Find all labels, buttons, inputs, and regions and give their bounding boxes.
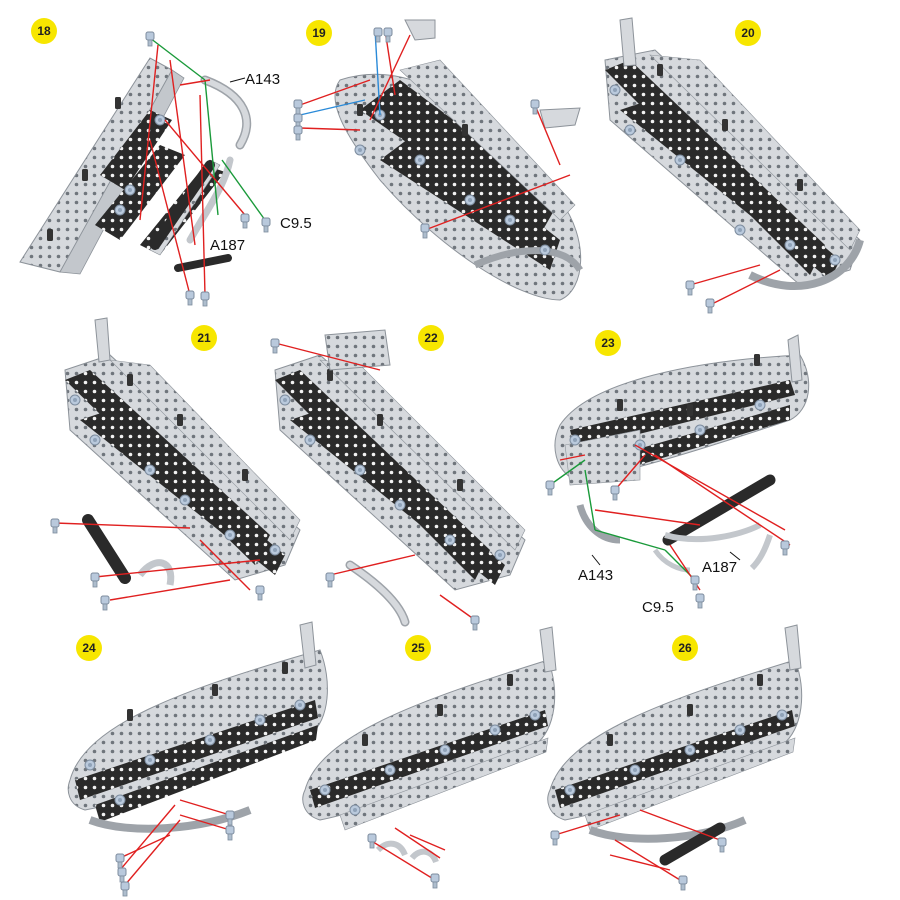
step-25: 25: [302, 626, 557, 889]
step-badge-20: [735, 20, 761, 46]
part-label-c95-step23: C9.5: [642, 599, 674, 616]
step-26-black-strip: [659, 822, 726, 866]
step-number-25: 25: [411, 641, 425, 655]
step-20: 20: [604, 17, 864, 314]
step-26-assembly: [547, 624, 803, 843]
leader-a187-step23: [729, 551, 741, 561]
step-number-22: 22: [424, 331, 438, 345]
part-a143-arc: [200, 75, 252, 150]
part-label-a143-step23: A143: [578, 567, 613, 584]
step-18-guide-lines: [139, 37, 266, 296]
part-label-a187-step23: A187: [702, 559, 737, 576]
step-badge-18: [31, 18, 57, 44]
step-24-guide-lines: [119, 799, 231, 886]
step-19-guide-lines: [299, 29, 571, 231]
step-20-assembly: [604, 17, 864, 291]
step-22-guide-lines: [274, 342, 476, 621]
step-19-bracket: [404, 19, 581, 129]
step-23-assembly: [554, 334, 810, 486]
part-label-c95: C9.5: [280, 215, 312, 232]
step-number-19: 19: [312, 26, 326, 40]
step-21: 21: [50, 317, 301, 611]
step-21-strips: [82, 514, 175, 586]
step-25-guide-lines: [369, 827, 446, 881]
step-number-26: 26: [678, 641, 692, 655]
step-21-assembly: [64, 317, 301, 581]
step-badge-22: [418, 325, 444, 351]
step-number-21: 21: [197, 331, 211, 345]
step-25-assembly: [302, 626, 557, 831]
step-24: 24: [67, 621, 328, 897]
step-23: A143 A187 C9.5 23: [545, 330, 810, 616]
step-20-screws: [685, 280, 715, 314]
step-26-guide-lines: [554, 809, 721, 881]
part-label-a143: A143: [245, 71, 280, 88]
step-number-20: 20: [741, 26, 755, 40]
step-badge-19: [306, 20, 332, 46]
step-26: 26: [547, 624, 803, 891]
step-24-assembly: [67, 621, 328, 833]
leader-a143-step23: [591, 554, 601, 566]
step-22-curved-strip: [345, 560, 410, 627]
step-22: 22: [270, 325, 526, 631]
step-number-24: 24: [82, 641, 96, 655]
step-number-23: 23: [601, 336, 615, 350]
step-number-18: 18: [37, 24, 51, 38]
step-badge-23: [595, 330, 621, 356]
step-19: 19: [293, 19, 583, 301]
step-25-parts: [375, 840, 439, 864]
step-badge-25: [405, 635, 431, 661]
step-badge-26: [672, 635, 698, 661]
part-label-a187: A187: [210, 237, 245, 254]
step-23-parts: [576, 474, 776, 573]
step-20-guide-lines: [689, 264, 781, 306]
step-22-assembly: [274, 354, 526, 591]
step-23-guide-lines: [549, 444, 791, 591]
step-19-assembly: [334, 59, 583, 301]
step-18: A143 C9.5 A187 18: [19, 18, 312, 307]
step-badge-24: [76, 635, 102, 661]
leader-a143: [229, 77, 246, 83]
step-badge-21: [191, 325, 217, 351]
step-21-guide-lines: [54, 522, 261, 601]
